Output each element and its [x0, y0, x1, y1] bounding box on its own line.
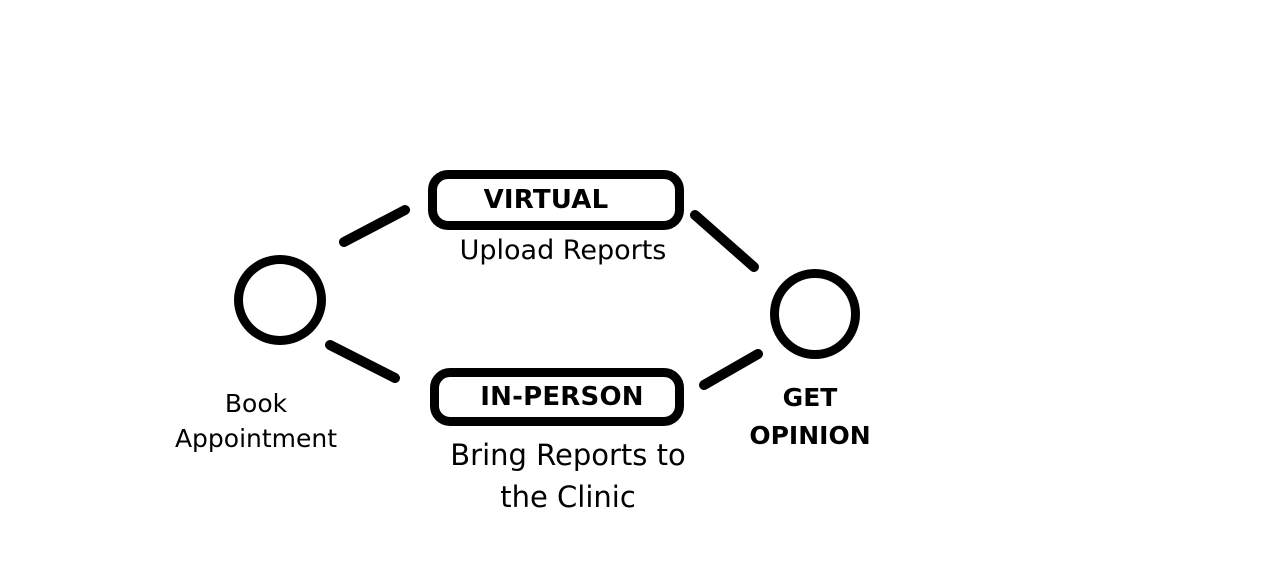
in-person-option-caption: Bring Reports to the Clinic	[428, 434, 708, 518]
connector-start-to-virtual	[339, 205, 410, 247]
start-node-label-line2: Appointment	[174, 424, 338, 453]
end-node-label-line2: OPINION	[749, 420, 871, 450]
end-node-circle	[770, 269, 860, 359]
in-person-caption-line1: Bring Reports to	[450, 438, 686, 472]
virtual-option-caption: Upload Reports	[459, 235, 667, 266]
connector-virtual-to-end	[690, 210, 759, 272]
in-person-option-title: IN-PERSON	[480, 382, 644, 412]
end-node-label-line1: GET	[782, 383, 838, 412]
virtual-option-box: VIRTUAL	[428, 170, 684, 230]
end-node-label: GET OPINION	[728, 379, 892, 454]
start-node-label-line1: Book	[224, 389, 288, 418]
connector-start-to-in-person	[325, 340, 400, 383]
virtual-option-title: VIRTUAL	[483, 185, 609, 215]
connector-in-person-to-end	[699, 349, 763, 390]
start-node-circle	[234, 255, 326, 345]
in-person-option-box: IN-PERSON	[430, 368, 684, 426]
start-node-label: Book Appointment	[166, 386, 346, 456]
in-person-caption-line2: the Clinic	[500, 480, 636, 515]
